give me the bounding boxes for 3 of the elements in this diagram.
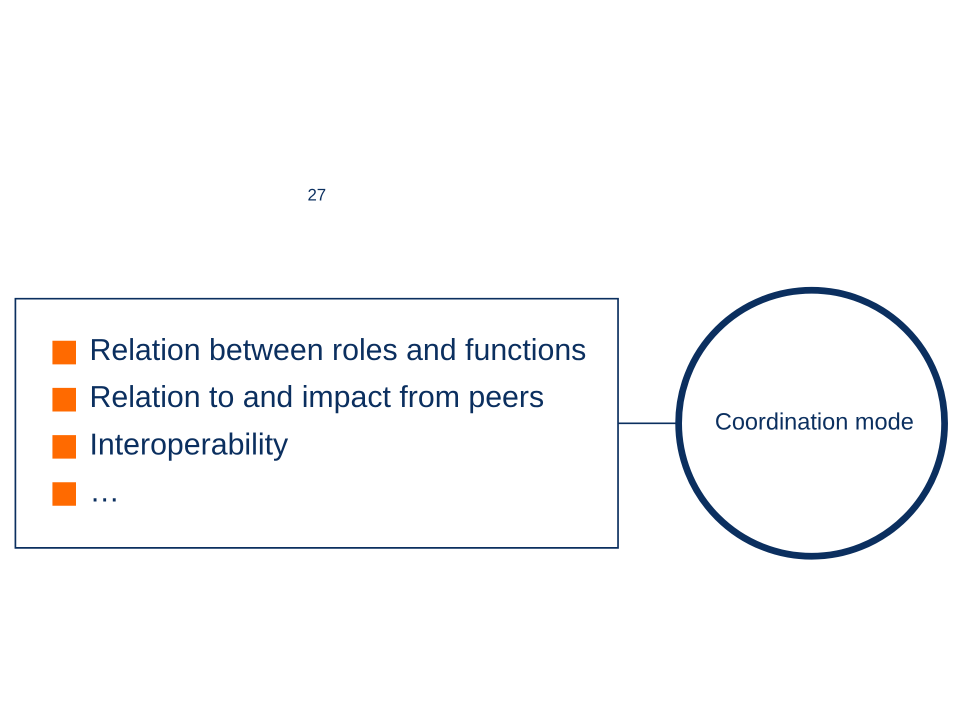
node-box: Relation between roles and functions Relation to and impact from peers Interoperability …	[14, 298, 619, 549]
node-circle: Coordination mode	[675, 286, 948, 560]
label: 27	[307, 185, 326, 204]
